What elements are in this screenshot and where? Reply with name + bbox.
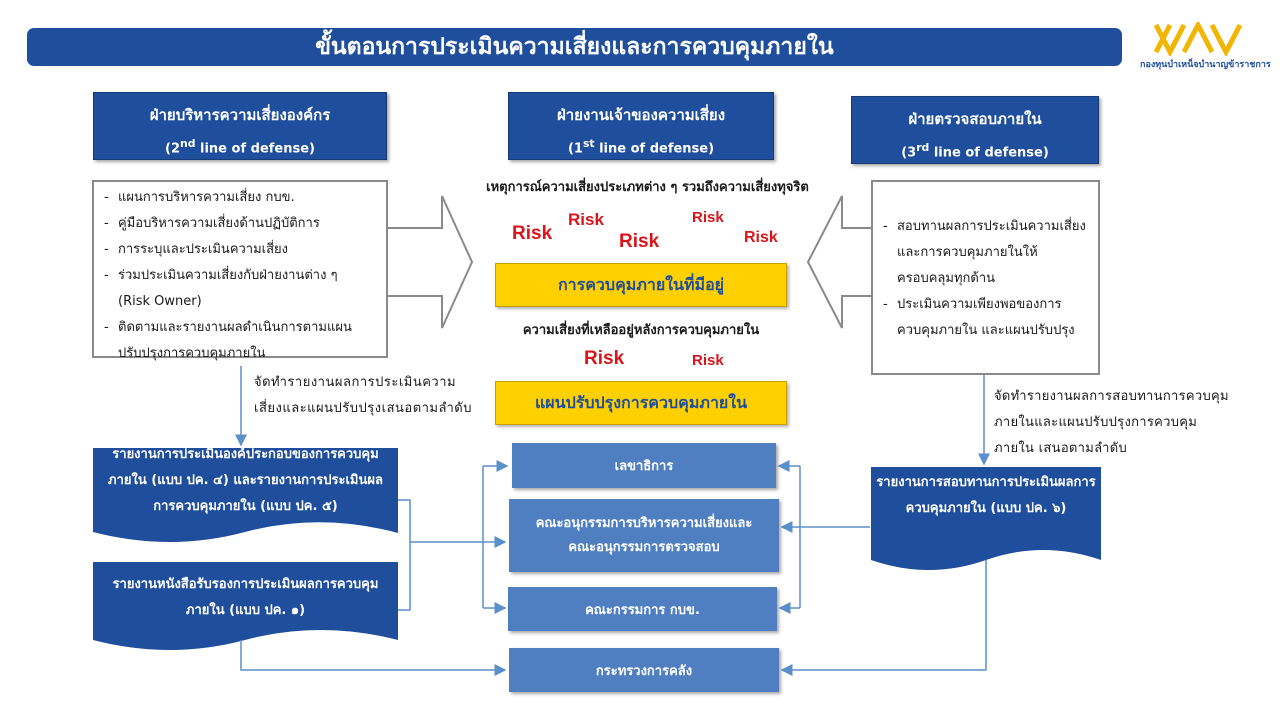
left-report-note: จัดทำรายงานผลการประเมินความเสี่ยงและแผนป… [254,375,472,416]
header-3rd-line: ฝ่ายตรวจสอบภายใน (3rd line of defense) [851,96,1099,164]
recipient-ministry-of-finance: กระทรวงการคลัง [509,648,779,692]
risk-events-text: เหตุการณ์ความเสี่ยงประเภทต่าง ๆ รวมถึงคว… [486,180,809,195]
list-item: แผนการบริหารความเสี่ยง กบข. [100,185,380,211]
recipient-secretary-general: เลขาธิการ [512,443,776,488]
right-report-note: จัดทำรายงานผลการสอบทานการควบคุมภายในและแ… [994,389,1229,456]
risk-label: Risk [692,352,724,369]
recipient-gpf-board: คณะกรรมการ กบข. [508,587,777,631]
risk-label: Risk [584,348,625,369]
gpf-logo: กองทุนบำเหน็จบำนาญข้าราชการ [1140,22,1271,72]
list-item: คู่มือบริหารความเสี่ยงด้านปฏิบัติการ [100,211,380,237]
risk-label: Risk [512,223,553,244]
header-1st-line: ฝ่ายงานเจ้าของความเสี่ยง (1st line of de… [508,92,774,160]
risk-label: Risk [692,209,724,226]
header-3rd-line-sub: (3rd line of defense) [901,141,1049,161]
risk-label: Risk [744,229,778,246]
list-item: สอบทานผลการประเมินความเสี่ยงและการควบคุม… [879,214,1090,292]
residual-risk-text: ความเสี่ยงที่เหลืออยู่หลังการควบคุมภายใน [522,323,760,338]
list-item: ประเมินความเพียงพอของการควบคุมภายใน และแ… [879,292,1090,344]
improvement-plan-box: แผนปรับปรุงการควบคุมภายใน [495,381,787,425]
existing-control-box: การควบคุมภายในที่มีอยู่ [495,263,787,307]
page-title: ขั้นตอนการประเมินความเสี่ยงและการควบคุมภ… [27,28,1122,66]
doc-shape-pk1 [93,562,398,650]
doc-shape-pk6 [871,467,1101,570]
header-3rd-line-title: ฝ่ายตรวจสอบภายใน [908,110,1042,128]
list-item: การระบุและประเมินความเสี่ยง [100,237,380,263]
right-big-arrow-icon [806,195,873,329]
doc-shape-pk4 [93,448,398,542]
logo-text: กองทุนบำเหน็จบำนาญข้าราชการ [1140,60,1271,70]
right-activity-box: สอบทานผลการประเมินความเสี่ยงและการควบคุม… [871,180,1100,375]
header-1st-line-sub: (1st line of defense) [567,137,715,157]
doc-pk1-text: รายงานหนังสือรับรองการประเมินผลการควบคุม… [112,577,379,618]
left-activity-box: แผนการบริหารความเสี่ยง กบข. คู่มือบริหาร… [92,180,388,361]
list-item: ติดตามและรายงานผลดำเนินการตามแผนปรับปรุง… [100,315,380,367]
left-big-arrow-icon [385,195,474,329]
risk-label: Risk [568,210,604,229]
header-2nd-line: ฝ่ายบริหารความเสี่ยงองค์กร (2nd line of … [93,92,387,160]
list-item: ร่วมประเมินความเสี่ยงกับฝ่ายงานต่าง ๆ(Ri… [100,263,380,315]
gpf-logo-mark-icon [1153,22,1243,56]
header-2nd-line-title: ฝ่ายบริหารความเสี่ยงองค์กร [149,106,331,124]
header-1st-line-title: ฝ่ายงานเจ้าของความเสี่ยง [556,106,726,124]
doc-pk4-pk5-text: รายงานการประเมินองค์ประกอบของการควบคุมภา… [108,447,383,514]
header-2nd-line-sub: (2nd line of defense) [165,137,315,157]
risk-label: Risk [619,231,660,252]
doc-pk6-text: รายงานการสอบทานการประเมินผลการควบคุมภายใ… [876,475,1096,516]
recipient-subcommittees: คณะอนุกรรมการบริหารความเสี่ยงและคณะอนุกร… [509,499,779,572]
